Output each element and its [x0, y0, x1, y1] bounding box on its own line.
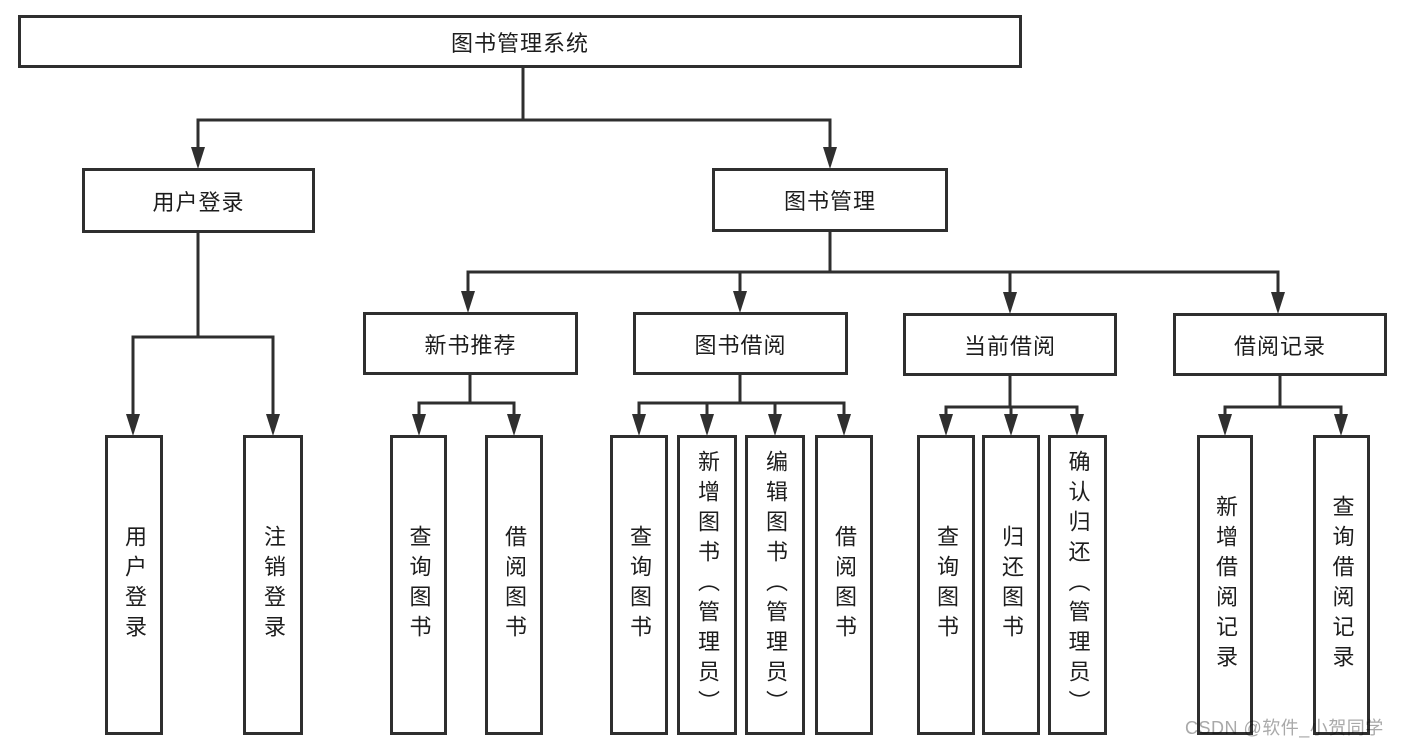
leaf-label: 查询图书	[406, 525, 432, 645]
leaf-borrow-book-recommend: 借阅图书	[485, 435, 543, 735]
arrow-down-icon	[1271, 292, 1285, 314]
leaf-logout: 注销登录	[243, 435, 303, 735]
leaf-query-borrow-record: 查询借阅记录	[1313, 435, 1370, 735]
leaf-label: 新增借阅记录	[1213, 495, 1238, 675]
arrow-down-icon	[191, 147, 205, 169]
leaf-label: 查询图书	[934, 525, 959, 645]
node-label: 图书借阅	[694, 332, 787, 358]
node-book-management: 图书管理	[712, 168, 948, 232]
leaf-label: 用户登录	[122, 525, 147, 645]
leaf-borrow-book: 借阅图书	[815, 435, 873, 735]
leaf-label: 借阅图书	[502, 525, 527, 645]
leaf-label: 注销登录	[261, 525, 286, 645]
node-label: 图书管理	[783, 189, 876, 214]
leaf-user-login: 用户登录	[105, 435, 163, 735]
leaf-label: 查询图书	[627, 525, 652, 645]
leaf-label: 新增图书（管理员）	[695, 450, 720, 720]
leaf-add-book-admin: 新增图书（管理员）	[677, 435, 737, 735]
node-new-book-recommend: 新书推荐	[363, 312, 578, 375]
leaf-label: 借阅图书	[832, 525, 857, 645]
leaf-query-books-current: 查询图书	[917, 435, 975, 735]
leaf-return-book: 归还图书	[982, 435, 1040, 735]
leaf-label: 确认归还（管理员）	[1065, 450, 1091, 720]
arrow-down-icon	[733, 291, 747, 313]
arrow-down-icon	[1070, 414, 1084, 436]
node-label: 当前借阅	[963, 333, 1056, 359]
arrow-down-icon	[700, 414, 714, 436]
arrow-down-icon	[1004, 414, 1018, 436]
arrow-down-icon	[823, 147, 837, 169]
leaf-label: 编辑图书（管理员）	[763, 450, 788, 720]
arrow-down-icon	[939, 414, 953, 436]
arrow-down-icon	[768, 414, 782, 436]
node-library-system: 图书管理系统	[18, 15, 1022, 68]
node-user-login: 用户登录	[82, 168, 315, 233]
leaf-query-books-recommend: 查询图书	[390, 435, 447, 735]
arrow-down-icon	[837, 414, 851, 436]
node-book-borrowing: 图书借阅	[633, 312, 848, 375]
arrow-down-icon	[632, 414, 646, 436]
arrow-down-icon	[1003, 292, 1017, 314]
node-label: 新书推荐	[424, 332, 517, 358]
arrow-down-icon	[1334, 414, 1348, 436]
leaf-query-books-borrowing: 查询图书	[610, 435, 668, 735]
node-current-borrowing: 当前借阅	[903, 313, 1117, 376]
arrow-down-icon	[412, 414, 426, 436]
node-label: 图书管理系统	[450, 30, 589, 56]
arrow-down-icon	[266, 414, 280, 436]
arrow-down-icon	[507, 414, 521, 436]
leaf-edit-book-admin: 编辑图书（管理员）	[745, 435, 805, 735]
arrow-down-icon	[1218, 414, 1232, 436]
leaf-add-borrow-record: 新增借阅记录	[1197, 435, 1253, 735]
node-label: 借阅记录	[1233, 333, 1326, 359]
node-borrowing-records: 借阅记录	[1173, 313, 1387, 376]
arrow-down-icon	[126, 414, 140, 436]
leaf-confirm-return-admin: 确认归还（管理员）	[1048, 435, 1107, 735]
node-label: 用户登录	[152, 189, 245, 215]
leaf-label: 归还图书	[999, 525, 1024, 645]
arrow-down-icon	[461, 291, 475, 313]
leaf-label: 查询借阅记录	[1329, 495, 1355, 675]
watermark: CSDN @软件_小贺同学	[1185, 718, 1384, 738]
